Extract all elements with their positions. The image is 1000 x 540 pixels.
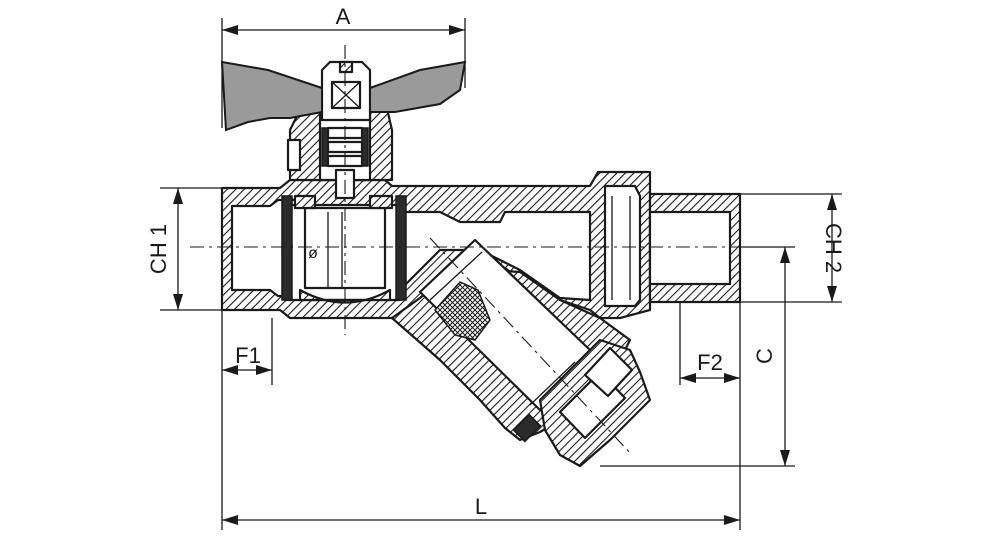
dimension-c-label: C [752,348,777,364]
dimension-f2: F2 [679,302,740,385]
dimension-c: C [600,246,795,467]
ball [281,194,407,304]
dimension-a: A [221,4,466,128]
dimension-f1: F1 [221,310,273,385]
dimension-ch2: CH 2 [740,193,846,303]
bore-diameter-label: ø [308,245,318,262]
dimension-ch1-label: CH 1 [146,224,171,274]
dimension-f2-label: F2 [697,350,723,375]
center-lines [190,45,790,456]
butterfly-handle [220,60,467,132]
tailpiece [648,192,742,304]
dimension-l: L [221,302,741,530]
dimension-l-label: L [475,494,487,519]
dimension-ch2-label: CH 2 [821,223,846,273]
dimension-a-label: A [336,4,351,29]
strainer-leg [390,238,652,468]
dimension-ch1: CH 1 [146,187,222,311]
dimension-f1-label: F1 [235,343,261,368]
